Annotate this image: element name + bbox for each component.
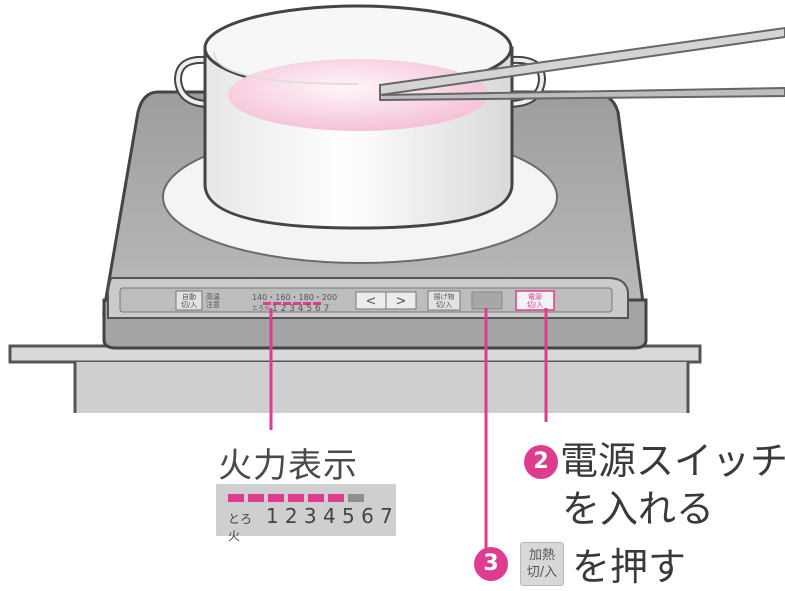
svg-text:>: > (396, 294, 407, 309)
step-3: 3 加熱 切/入 を押す (474, 536, 686, 591)
heat-level-bar (348, 494, 364, 502)
key-bottom-label: 切/入 (526, 564, 558, 580)
control-panel: 自動 切/入 高温 注意 140・160・180・200 とろ火 1 2 3 4… (107, 277, 629, 319)
heat-level-number: 2 (284, 504, 298, 528)
svg-text:1 2 3 4 5 6 7: 1 2 3 4 5 6 7 (272, 304, 329, 314)
panel-heat-bars (263, 302, 321, 305)
heat-display-title: 火力表示 (218, 446, 358, 486)
heat-level-bar (328, 494, 344, 502)
heat-level-number: 4 (322, 504, 336, 528)
heat-level-number: 3 (303, 504, 317, 528)
step-3-badge: 3 (474, 546, 508, 581)
low-heat-label: とろ火 (228, 512, 253, 543)
svg-text:揚げ物: 揚げ物 (434, 292, 455, 301)
heat-level-bars (228, 494, 364, 502)
svg-text:とろ火: とろ火 (252, 305, 270, 312)
step-2-text: 電源スイッチ (560, 439, 785, 483)
heat-level-number: 5 (342, 504, 355, 528)
svg-text:切/入: 切/入 (436, 301, 452, 309)
step-2-badge: 2 (524, 445, 558, 479)
svg-text:切/入: 切/入 (527, 301, 543, 309)
auto-key[interactable] (175, 290, 203, 311)
step-3-text: を押す (572, 545, 687, 589)
power-switch[interactable] (515, 290, 555, 311)
svg-text:切/入: 切/入 (181, 301, 197, 309)
leader-lines (269, 308, 548, 552)
svg-text:高温: 高温 (206, 292, 220, 301)
svg-text:<: < (366, 294, 377, 309)
heat-level-number: 6 (361, 504, 374, 528)
heat-toggle-key-icon: 加熱 切/入 (520, 541, 564, 586)
svg-text:電源: 電源 (528, 292, 542, 301)
step-2-line2: を入れる (562, 487, 715, 531)
heat-level-bar (288, 494, 304, 502)
svg-text:140・160・180・200: 140・160・180・200 (252, 293, 337, 302)
right-arrow-key[interactable] (385, 291, 417, 310)
heat-level-number: 7 (380, 504, 393, 528)
heat-key[interactable] (471, 291, 503, 310)
heat-level-number: 1 (265, 504, 279, 528)
countertop (8, 344, 702, 413)
pot (173, 4, 547, 230)
heat-level-bar (268, 494, 284, 502)
svg-text:注意: 注意 (206, 300, 220, 309)
heat-level-bar (308, 494, 324, 502)
svg-text:自動: 自動 (182, 292, 196, 301)
key-top-label: 加熱 (528, 547, 555, 563)
heat-level-bar (248, 494, 264, 502)
fry-key[interactable] (427, 290, 461, 311)
heat-level-bar (228, 494, 244, 502)
thermometer-rod (379, 26, 785, 102)
